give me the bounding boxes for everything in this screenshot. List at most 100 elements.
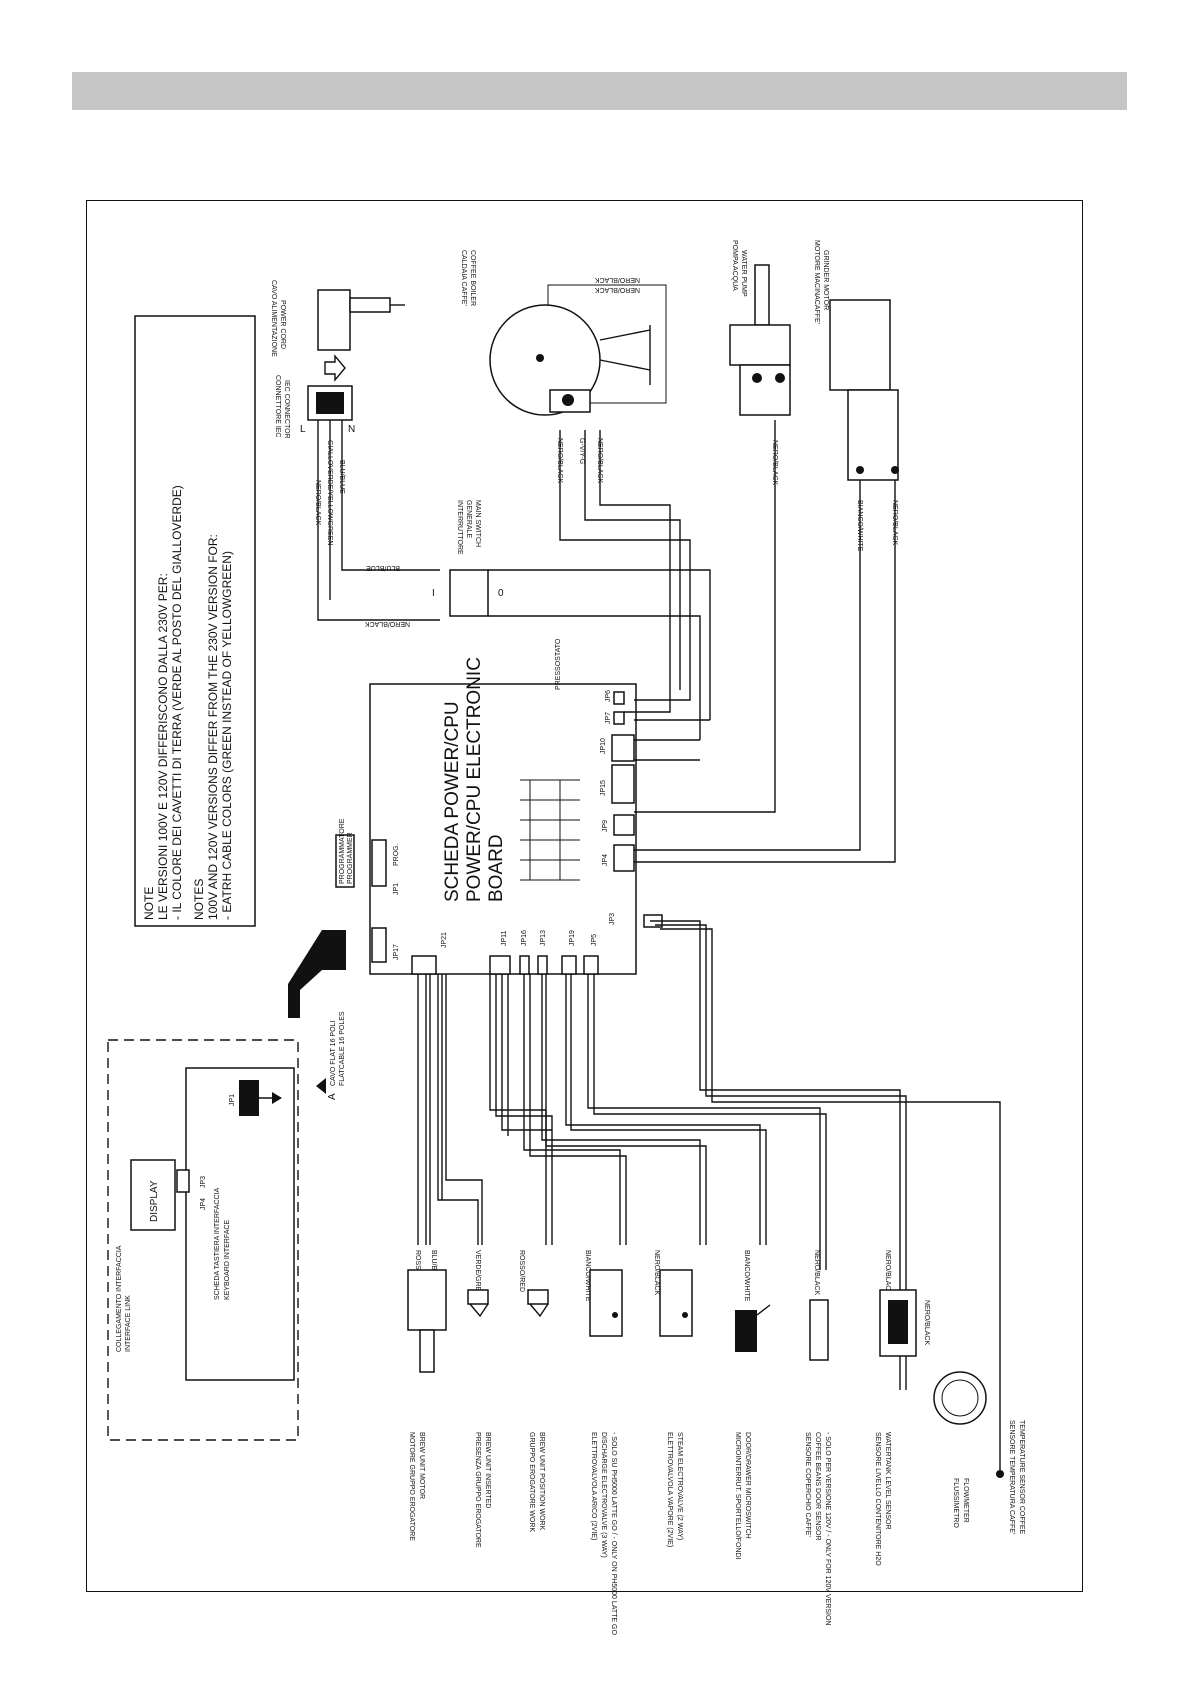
display-label: DISPLAY bbox=[149, 1180, 160, 1222]
notes-box: NOTE LE VERSIONI 100V E 120V DIFFERISCON… bbox=[134, 315, 256, 927]
bottom-label-3-en: BREW UNIT POSITION WORK bbox=[538, 1432, 545, 1531]
bottom-label-2-it: PRESENZA GRUPPO EROGATORE bbox=[474, 1432, 481, 1548]
interface-link: COLLEGAMENTO INTERFACCIA INTERFACE LINK … bbox=[107, 1039, 299, 1441]
connector-jp5: JP5 bbox=[591, 934, 598, 946]
bottom-components bbox=[407, 1269, 1004, 1478]
connector-jp3: JP3 bbox=[609, 913, 616, 925]
display bbox=[130, 1159, 176, 1231]
wire-label-boiler-top-2: NERO/BLACK bbox=[595, 286, 640, 293]
switch-o-label: 0 bbox=[498, 588, 504, 599]
wire-label-iec-blue: BLU/BLUE bbox=[338, 460, 345, 494]
bottom-label-4-en: DISCHARGE ELECTROVALVE (3 WAY) bbox=[600, 1432, 607, 1558]
pin-a-marker bbox=[316, 1078, 326, 1094]
connector-jp9: JP9 bbox=[602, 820, 609, 832]
boiler-label-1: CALDAIA CAFFE' bbox=[460, 250, 467, 306]
wire-label-boiler-3: NERO/BLACK bbox=[596, 438, 603, 483]
pump-label-2: WATER PUMP bbox=[740, 250, 747, 297]
wire-label-bottom-3: VERDE/GREEN bbox=[474, 1250, 481, 1301]
brew-unit-motor bbox=[407, 1269, 447, 1373]
steam-electrovalve bbox=[659, 1269, 693, 1337]
wire-label-bottom-10: NERO/BLACK bbox=[923, 1300, 930, 1345]
bottom-label-4-it: ELETTROVALVOLA ARICO (2VIE) bbox=[590, 1432, 597, 1540]
bottom-label-9-en: FLOWMETER bbox=[962, 1478, 969, 1523]
board-title-2: POWER/CPU ELECTRONIC bbox=[464, 657, 485, 902]
iface-jp1: JP1 bbox=[229, 1094, 236, 1106]
pin-a-label: A bbox=[327, 1093, 338, 1100]
bottom-label-9-it: FLUSSIMETRO bbox=[952, 1478, 959, 1528]
iface-jp4: JP4 bbox=[200, 1198, 207, 1210]
connector-jp7: JP7 bbox=[605, 712, 612, 724]
switch-i-label: I bbox=[432, 588, 435, 599]
brew-unit-work-switch bbox=[527, 1289, 549, 1318]
bottom-label-7-extra: - SOLO PER VERSIONE 120V / - ONLY FOR 12… bbox=[824, 1432, 831, 1625]
iface-jp3: JP3 bbox=[200, 1176, 207, 1188]
bottom-label-1-it: MOTORE GRUPPO EROGATORE bbox=[408, 1432, 415, 1541]
bottom-label-10-en: TEMPERATURE SENSOR COFFEE bbox=[1018, 1420, 1025, 1535]
coffee-beans-door-sensor bbox=[809, 1299, 829, 1361]
bottom-wiring: ROSSO/RED BLU/BLUE VERDE/GREEN ROSSO/RED… bbox=[414, 920, 1001, 1440]
bottom-label-5-en: STEAM ELECTROVALVE (2 WAY) bbox=[676, 1432, 683, 1540]
grinder-label-1: MOTORE MACINACAFFE' bbox=[813, 240, 820, 324]
note-en-line-2: - EATRH CABLE COLORS (GREEN INSTEAD OF Y… bbox=[220, 551, 234, 920]
temperature-sensor bbox=[996, 1440, 1004, 1478]
coffee-boiler: NERO/BLACK NERO/BLACK CALDAIA CAFFE' COF… bbox=[460, 250, 667, 416]
programmer-label-1: PROGRAMMATORE bbox=[339, 818, 346, 884]
power-cord: CAVO ALIMENTAZIONE POWER CORD bbox=[270, 280, 405, 382]
wire-label-bottom-9: NERO/BLACK bbox=[884, 1250, 891, 1295]
iec-connector: CONNETTORE IEC IEC CONNECTOR L N bbox=[274, 375, 355, 439]
flat-cable-label-2: FLATCABLE 16 POLES bbox=[339, 1011, 346, 1086]
note-it-line-2: - IL COLORE DEI CAVETTI DI TERRA (VERDE … bbox=[170, 485, 184, 920]
pump-label-1: POMPA ACQUA bbox=[731, 240, 738, 291]
wire-label-boiler-1: NERO/BLACK bbox=[556, 438, 563, 483]
top-components: CAVO ALIMENTAZIONE POWER CORD CONNETTORE… bbox=[270, 240, 899, 481]
flat-cable-label-1: CAVO FLAT 16 POLI bbox=[330, 1021, 337, 1086]
watertank-level-sensor bbox=[879, 1289, 917, 1357]
programmer-label-2: PROGRAMMER bbox=[347, 832, 354, 884]
wire-label-bottom-5: BIANCO/WHITE bbox=[584, 1250, 591, 1302]
interface-link-label-1: COLLEGAMENTO INTERFACCIA bbox=[116, 1245, 123, 1352]
iec-label-1: CONNETTORE IEC bbox=[274, 375, 281, 438]
connector-jp15: JP15 bbox=[600, 780, 607, 796]
wire-label-boiler-2: G-V/Y-G bbox=[578, 438, 585, 464]
brew-unit-inserted-switch bbox=[467, 1289, 489, 1318]
iface-board-label-1: SCHEDA TASTIERA INTERFACCIA bbox=[214, 1188, 221, 1300]
boiler-label-2: COFFEE BOILER bbox=[469, 250, 476, 306]
water-pump: POMPA ACQUA WATER PUMP bbox=[729, 240, 791, 416]
bottom-label-6-en: DOOR/DRAWER MICROSWITCH bbox=[744, 1432, 751, 1539]
flowmeter bbox=[933, 1371, 987, 1425]
bottom-label-6-it: MICROINTERRUT. SPORTELLO/FONDI bbox=[734, 1432, 741, 1559]
bottom-label-1-en: BREW UNIT MOTOR bbox=[418, 1432, 425, 1499]
prog-label: PROG. bbox=[393, 843, 400, 866]
bottom-component-labels: MOTORE GRUPPO EROGATORE BREW UNIT MOTOR … bbox=[408, 1420, 1025, 1635]
grinder-motor: MOTORE MACINACAFFE' GRINDER MOTOR bbox=[813, 240, 899, 481]
wire-label-bottom-8: NERO/BLACK bbox=[813, 1250, 820, 1295]
connector-jp17: JP17 bbox=[393, 944, 400, 960]
connector-jp13: JP13 bbox=[540, 930, 547, 946]
main-switch-label-1: INTERRUTTORE bbox=[456, 500, 463, 555]
connector-jp1: JP1 bbox=[393, 883, 400, 895]
power-cord-label-2: POWER CORD bbox=[279, 300, 286, 349]
main-switch bbox=[449, 569, 489, 617]
pressostat-label: PRESSOSTATO bbox=[555, 638, 562, 690]
iec-terminal-n: N bbox=[348, 424, 355, 435]
wire-label-switch-blue: BLU/BLUE bbox=[366, 564, 400, 571]
connector-jp11: JP11 bbox=[501, 930, 508, 946]
note-en-title: NOTES bbox=[192, 879, 206, 920]
top-wiring: NERO/BLACK GIALLOVERDE/YELLOWGREEN BLU/B… bbox=[314, 420, 898, 863]
door-drawer-microswitch bbox=[735, 1304, 771, 1352]
wire-label-bottom-2: BLU/BLUE bbox=[430, 1250, 437, 1284]
connector-jp10: JP10 bbox=[600, 738, 607, 754]
discharge-electrovalve bbox=[589, 1269, 623, 1337]
connector-jp16: JP16 bbox=[521, 930, 528, 946]
wire-label-grinder-white: BIANCO/WHITE bbox=[856, 500, 863, 552]
connector-jp4: JP4 bbox=[602, 854, 609, 866]
note-en-line-1: 100V AND 120V VERSIONS DIFFER FROM THE 2… bbox=[206, 534, 220, 920]
wire-label-bottom-7: BIANCO/WHITE bbox=[743, 1250, 750, 1302]
bottom-label-8-it: SENSORE LIVELLO CONTENITORE H2O bbox=[874, 1432, 881, 1566]
bottom-label-4-extra: - SOLO SU PH5000 LATTE GO / - ONLY ON PH… bbox=[610, 1432, 617, 1635]
connector-jp21: JP21 bbox=[441, 932, 448, 948]
wire-label-grinder-black: NERO/BLACK bbox=[891, 500, 898, 545]
bottom-label-7-en: COFFEE BEANS DOOR SENSOR bbox=[814, 1432, 821, 1541]
bottom-label-3-it: GRUPPO EROGATORE WORK bbox=[528, 1432, 535, 1532]
